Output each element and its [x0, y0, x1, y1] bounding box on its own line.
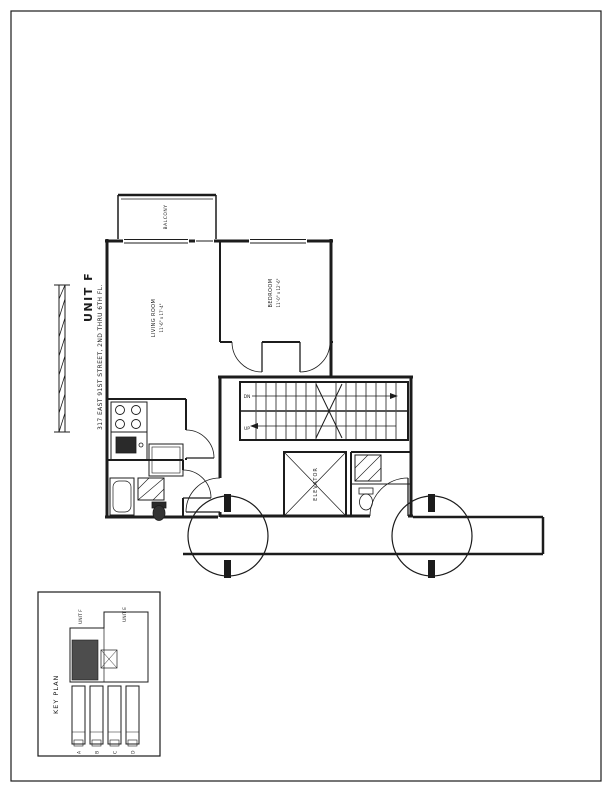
interior-walls [107, 241, 333, 517]
bathtub [109, 477, 135, 516]
elevator: ELEVATOR [283, 451, 347, 517]
key-plan-title: KEY PLAN [52, 675, 60, 714]
balcony: BALCONY [117, 193, 217, 239]
door-bedroom-left [231, 341, 263, 373]
room-labels: LIVING ROOM 11'-6" x 17'-4" BEDROOM 11'-… [151, 278, 281, 337]
key-plan: KEY PLAN UNIT F UNIT E A B C D [37, 591, 161, 757]
key-plan-border [37, 591, 161, 757]
door-kitchen [185, 429, 215, 459]
balcony-door-opening [195, 237, 214, 245]
toilet [151, 501, 167, 521]
shower-hatch [137, 477, 165, 501]
bathroom [109, 477, 167, 521]
bedroom-label: BEDROOM [268, 279, 274, 308]
corridor [183, 494, 545, 578]
balcony-label: BALCONY [163, 205, 169, 230]
door-bathroom [182, 469, 212, 499]
title-block: UNIT F 317 EAST 91ST STREET, 2ND THRU 6T… [54, 272, 104, 433]
key-plan-unit-e-label: UNIT E [122, 607, 128, 622]
kitchen-sink-counter [110, 431, 148, 461]
key-plan-unit-f-label: UNIT F [78, 609, 84, 624]
stair-dn-label: DN [244, 394, 251, 400]
stairs: DN UP [239, 381, 409, 441]
address-line: 317 EAST 91ST STREET, 2ND THRU 6TH FL. [97, 284, 104, 430]
wc-tank [358, 487, 374, 495]
stair-arrow-dn [250, 423, 258, 429]
shaft-and-wc [350, 451, 411, 516]
elevator-label: ELEVATOR [313, 467, 319, 501]
key-plan-building-outline [69, 611, 149, 683]
living-room-dims: 11'-6" x 17'-4" [159, 303, 164, 332]
range [110, 401, 148, 433]
unit-title: UNIT F [82, 272, 95, 322]
door-unit-entry [185, 477, 221, 513]
living-room-label: LIVING ROOM [151, 299, 157, 337]
key-plan-letter-d: D [131, 750, 137, 754]
window-bedroom [249, 237, 307, 245]
key-plan-letter-b: B [95, 751, 101, 754]
door-bedroom-right [299, 341, 331, 373]
door-leaf [224, 560, 231, 578]
key-plan-core [100, 649, 118, 669]
stair-up-label: UP [244, 426, 250, 432]
bedroom-dims: 11'-0" x 12'-6" [276, 278, 281, 307]
wc-bowl [359, 493, 373, 511]
door-leaf [428, 494, 435, 512]
key-plan-highlight-unit-f [71, 639, 99, 681]
stair-core: DN UP ELEVATOR [218, 375, 413, 518]
stair-arrow-up [390, 393, 398, 399]
refrigerator [148, 443, 184, 477]
window-living-room [123, 237, 189, 245]
sheet-border [10, 10, 602, 782]
key-plan-letter-c: C [113, 751, 119, 754]
doors [182, 341, 409, 517]
kitchen [110, 401, 184, 477]
scale-bar [54, 284, 70, 433]
door-leaf [428, 560, 435, 578]
key-plan-letter-a: A [77, 750, 83, 754]
door-leaf [224, 494, 231, 512]
key-plan-unit-stripes [71, 685, 140, 747]
